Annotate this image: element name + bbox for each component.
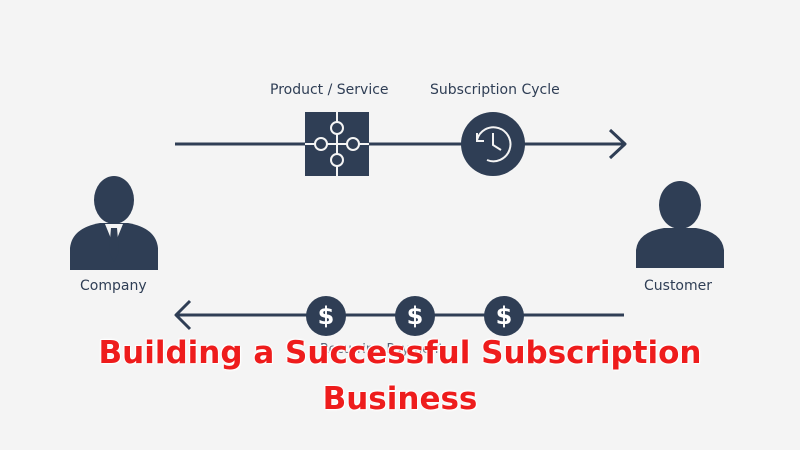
- svg-text:$: $: [496, 302, 513, 330]
- clock-icon: [461, 112, 525, 176]
- product-service-label: Product / Service: [270, 82, 389, 98]
- customer-person-icon: [636, 181, 724, 268]
- svg-text:$: $: [407, 302, 424, 330]
- page-title: Building a Successful Subscription Busin…: [0, 330, 800, 422]
- svg-text:$: $: [318, 302, 335, 330]
- subscription-cycle-label: Subscription Cycle: [430, 82, 560, 98]
- recurring-payment-label: Recurring Payment: [320, 342, 444, 357]
- title-line-1: Building a Successful Subscription: [98, 335, 702, 371]
- puzzle-icon: [305, 112, 369, 176]
- top-flow-arrow: [175, 128, 627, 160]
- dollar-icon: $: [306, 296, 346, 336]
- company-label: Company: [80, 278, 147, 294]
- customer-label: Customer: [644, 278, 713, 294]
- title-line-2: Business: [322, 381, 478, 417]
- dollar-icon: $: [395, 296, 435, 336]
- company-person-icon: [70, 176, 158, 270]
- dollar-icon: $: [484, 296, 524, 336]
